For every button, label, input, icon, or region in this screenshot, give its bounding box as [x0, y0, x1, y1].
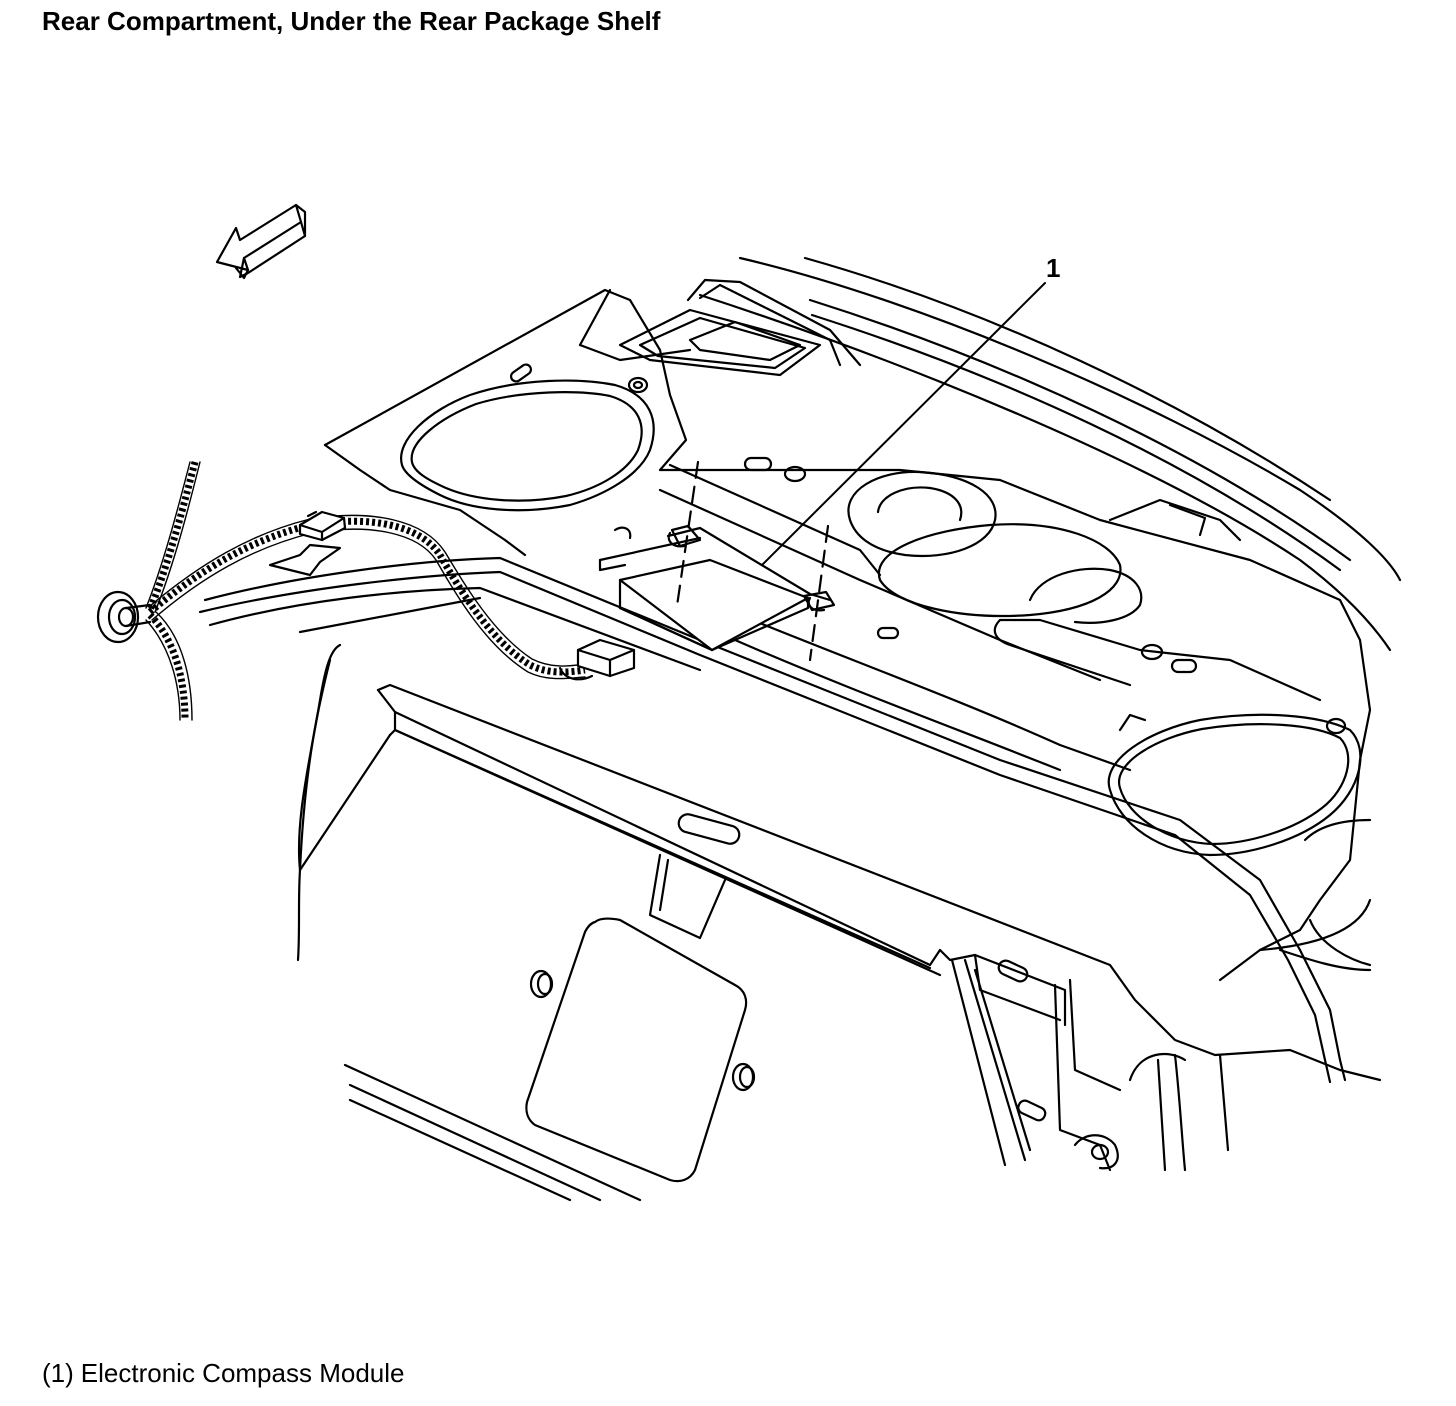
grommet [96, 590, 152, 644]
page-title: Rear Compartment, Under the Rear Package… [42, 6, 661, 36]
harness-clip [298, 510, 347, 542]
shelf-front-edge [198, 556, 1347, 1084]
callout-1-number: 1 [1046, 253, 1060, 283]
front-direction-arrow-icon [215, 203, 307, 280]
cross-panel [376, 683, 1382, 1082]
electronic-compass-module [598, 524, 836, 652]
wiring-harness [146, 461, 586, 721]
right-quarter-structure [950, 818, 1372, 1172]
legend-item-number: (1) [42, 1358, 74, 1388]
callout-1-leader [761, 282, 1046, 566]
harness-connector [558, 638, 636, 681]
access-cover [525, 917, 756, 1183]
rear-window-lines [698, 256, 1402, 652]
left-speaker-opening [400, 379, 655, 512]
floor-lines [343, 1063, 642, 1202]
callout-legend: (1)Electronic Compass Module [42, 1358, 411, 1389]
package-shelf-outline [323, 278, 1372, 982]
shelf-holes [509, 363, 1347, 735]
callout-1: 1 [761, 253, 1060, 566]
legend-item-label: Electronic Compass Module [80, 1358, 405, 1388]
shelf-ribs [658, 463, 1322, 772]
harness-direction-arrow-icon [268, 543, 342, 577]
left-body-panel [296, 643, 397, 962]
rear-vent [618, 308, 822, 377]
center-speaker-bowl [847, 470, 1143, 624]
mounting-guide-lines [675, 460, 830, 662]
right-speaker-opening [1107, 713, 1362, 857]
harness-outline [145, 461, 586, 721]
